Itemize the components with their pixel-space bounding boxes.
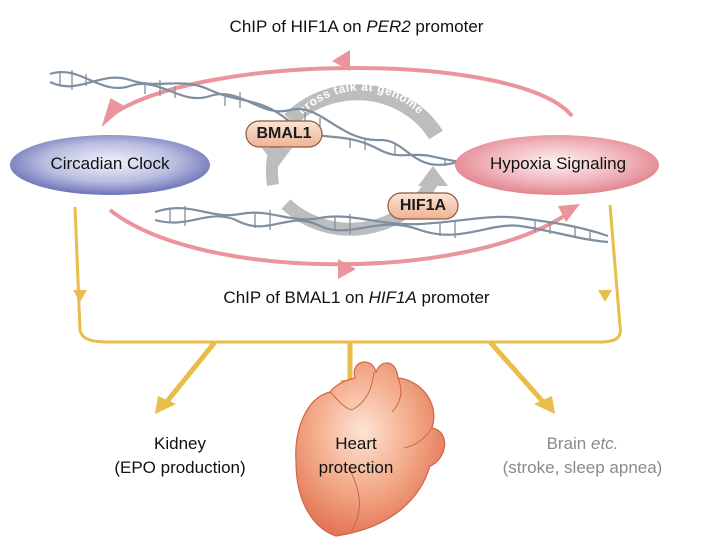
dna-helix-top xyxy=(49,71,491,166)
hypoxia-signaling-label: Hypoxia Signaling xyxy=(489,154,627,173)
circadian-clock-node xyxy=(10,135,210,195)
heart-detail: protection xyxy=(318,458,394,477)
bmal1-pill xyxy=(245,120,323,148)
outcome-arrows xyxy=(73,204,622,406)
hypoxia-signaling-node xyxy=(455,135,659,195)
circadian-clock-label: Circadian Clock xyxy=(50,154,170,173)
heart-label: Heart xyxy=(335,434,377,453)
hif1a-label: HIF1A xyxy=(399,197,447,214)
dna-helix-bottom-rungs xyxy=(169,206,591,240)
dna-helix-top-rungs xyxy=(59,70,446,166)
bmal1-label: BMAL1 xyxy=(256,125,312,142)
kidney-outcome: Kidney (EPO production) xyxy=(70,432,290,480)
hif1a-pill xyxy=(387,192,459,220)
bottom-chip-label: ChIP of BMAL1 on HIF1A promoter xyxy=(223,288,490,307)
brain-outcome: Brain etc. (stroke, sleep apnea) xyxy=(465,432,700,480)
heart-outcome: Heart protection xyxy=(296,432,416,480)
brain-detail: (stroke, sleep apnea) xyxy=(502,458,663,477)
heart-illustration xyxy=(295,361,446,537)
kidney-detail: (EPO production) xyxy=(114,458,246,477)
brain-label: Brain etc. xyxy=(546,434,619,453)
top-chip-arrow xyxy=(101,50,574,128)
kidney-label: Kidney xyxy=(154,434,206,453)
top-chip-label: ChIP of HIF1A on PER2 promoter xyxy=(229,17,484,36)
bottom-chip-arrow xyxy=(108,204,580,279)
dna-helix-bottom xyxy=(154,207,609,244)
